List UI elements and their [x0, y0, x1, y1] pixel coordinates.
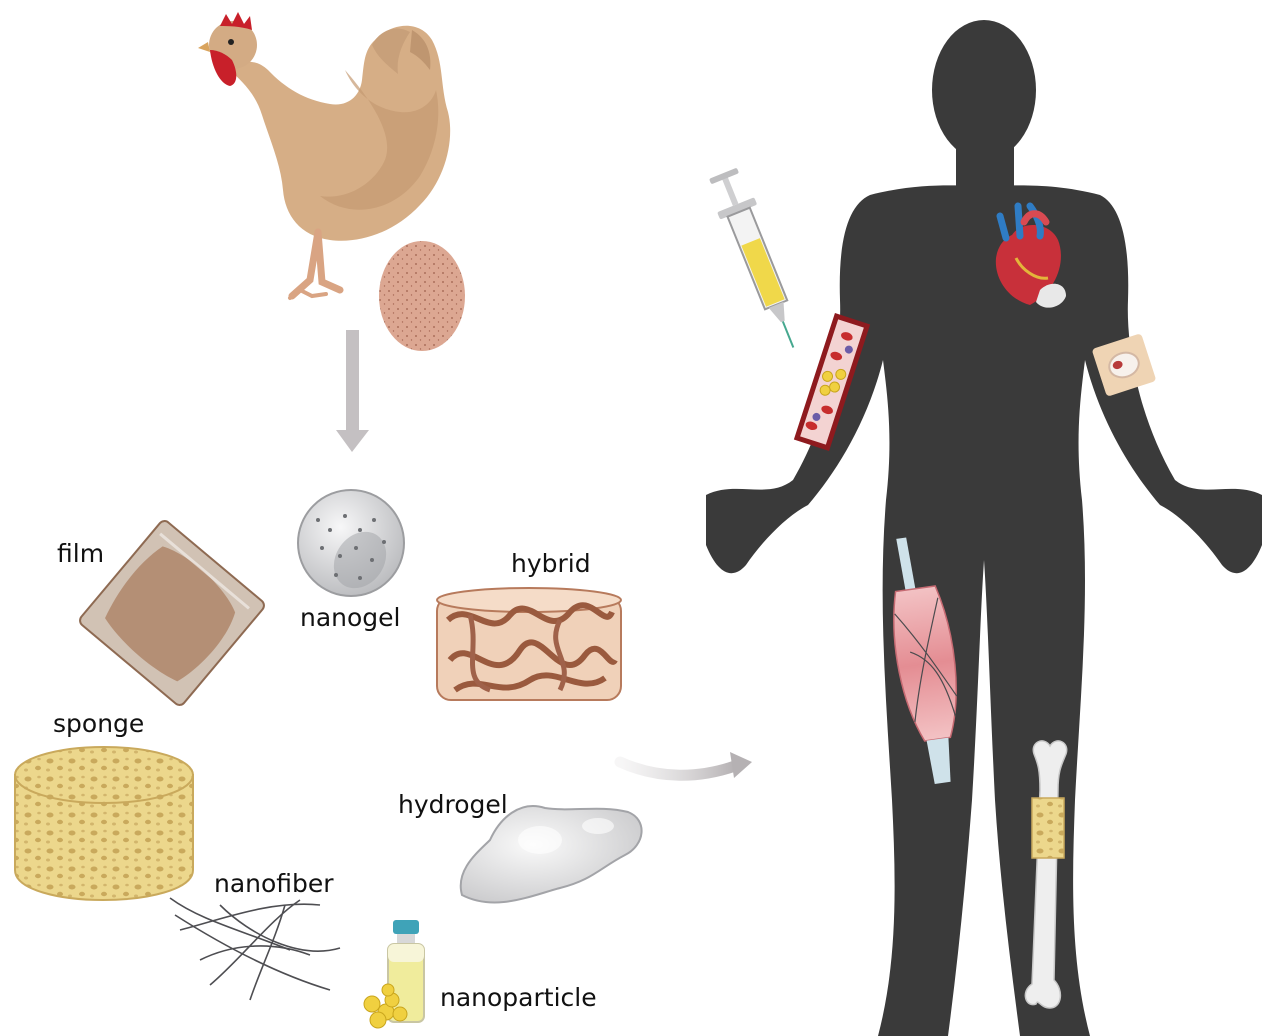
- nanofiber-icon: [170, 898, 340, 1000]
- egg-icon: [379, 241, 465, 351]
- hydrogel-icon: [461, 806, 642, 902]
- down-arrow-icon: [336, 330, 369, 452]
- film-icon: [78, 519, 267, 708]
- sponge-icon: [15, 747, 193, 900]
- human-body-silhouette: [706, 20, 1262, 1036]
- nanogel-icon: [298, 490, 404, 598]
- nanofiber-label: nanofiber: [214, 871, 334, 896]
- nanoparticle-label: nanoparticle: [440, 985, 597, 1010]
- hybrid-icon: [437, 588, 621, 700]
- nanoparticle-vial-icon: [364, 920, 424, 1028]
- nanogel-label: nanogel: [300, 605, 401, 630]
- sponge-label: sponge: [53, 711, 144, 736]
- right-arrow-icon: [620, 752, 752, 778]
- hybrid-label: hybrid: [511, 551, 591, 576]
- hydrogel-label: hydrogel: [398, 792, 508, 817]
- film-label: film: [57, 541, 104, 566]
- syringe-icon: [704, 166, 812, 355]
